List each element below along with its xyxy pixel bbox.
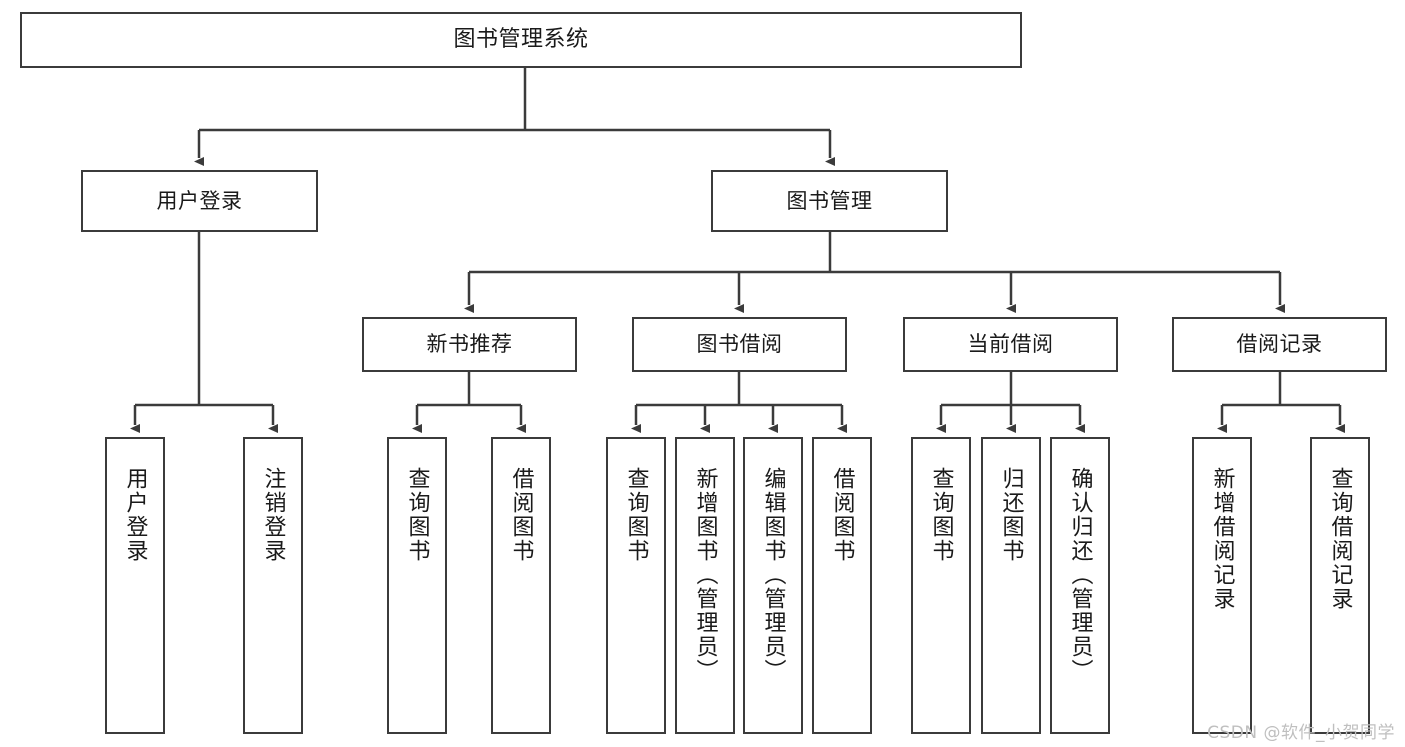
node-user-login[interactable]: 用户登录	[81, 170, 318, 232]
node-label: 用户登录	[156, 188, 243, 213]
node-label: 新增借阅记录	[1209, 467, 1235, 611]
node-label: 借阅图书	[829, 467, 855, 563]
node-label: 当前借阅	[967, 332, 1054, 357]
node-label: 借阅图书	[508, 467, 534, 563]
leaf-borrow-books-recommendation[interactable]: 借阅图书	[491, 437, 551, 734]
leaf-confirm-return-admin[interactable]: 确认归还（管理员）	[1050, 437, 1110, 734]
node-label: 新增图书（管理员）	[692, 467, 718, 683]
leaf-query-books-current[interactable]: 查询图书	[911, 437, 971, 734]
leaf-logout[interactable]: 注销登录	[243, 437, 303, 734]
node-new-book-recommendation[interactable]: 新书推荐	[362, 317, 577, 372]
node-label: 新书推荐	[426, 332, 513, 357]
node-label: 编辑图书（管理员）	[760, 467, 786, 683]
leaf-user-login[interactable]: 用户登录	[105, 437, 165, 734]
node-label: 图书管理	[786, 188, 873, 213]
watermark: CSDN @软件_小贺同学	[1207, 723, 1395, 743]
leaf-query-borrowing-record[interactable]: 查询借阅记录	[1310, 437, 1370, 734]
node-label: 归还图书	[998, 467, 1024, 563]
node-label: 查询图书	[404, 467, 430, 563]
node-label: 注销登录	[260, 467, 286, 563]
node-borrowing-records[interactable]: 借阅记录	[1172, 317, 1387, 372]
leaf-query-books-recommendation[interactable]: 查询图书	[387, 437, 447, 734]
node-label: 借阅记录	[1236, 332, 1323, 357]
node-root-book-management-system[interactable]: 图书管理系统	[20, 12, 1022, 68]
leaf-edit-book-admin[interactable]: 编辑图书（管理员）	[743, 437, 803, 734]
leaf-add-borrowing-record[interactable]: 新增借阅记录	[1192, 437, 1252, 734]
node-current-borrowing[interactable]: 当前借阅	[903, 317, 1118, 372]
node-label: 查询图书	[623, 467, 649, 563]
node-label: 查询借阅记录	[1327, 467, 1353, 611]
node-label: 用户登录	[122, 467, 148, 563]
node-label: 查询图书	[928, 467, 954, 563]
node-book-management[interactable]: 图书管理	[711, 170, 948, 232]
node-label: 图书借阅	[696, 332, 783, 357]
leaf-return-books[interactable]: 归还图书	[981, 437, 1041, 734]
leaf-add-book-admin[interactable]: 新增图书（管理员）	[675, 437, 735, 734]
node-label: 图书管理系统	[453, 27, 589, 53]
node-book-borrowing[interactable]: 图书借阅	[632, 317, 847, 372]
node-label: 确认归还（管理员）	[1067, 467, 1093, 683]
leaf-query-books-borrowing[interactable]: 查询图书	[606, 437, 666, 734]
leaf-borrow-books[interactable]: 借阅图书	[812, 437, 872, 734]
